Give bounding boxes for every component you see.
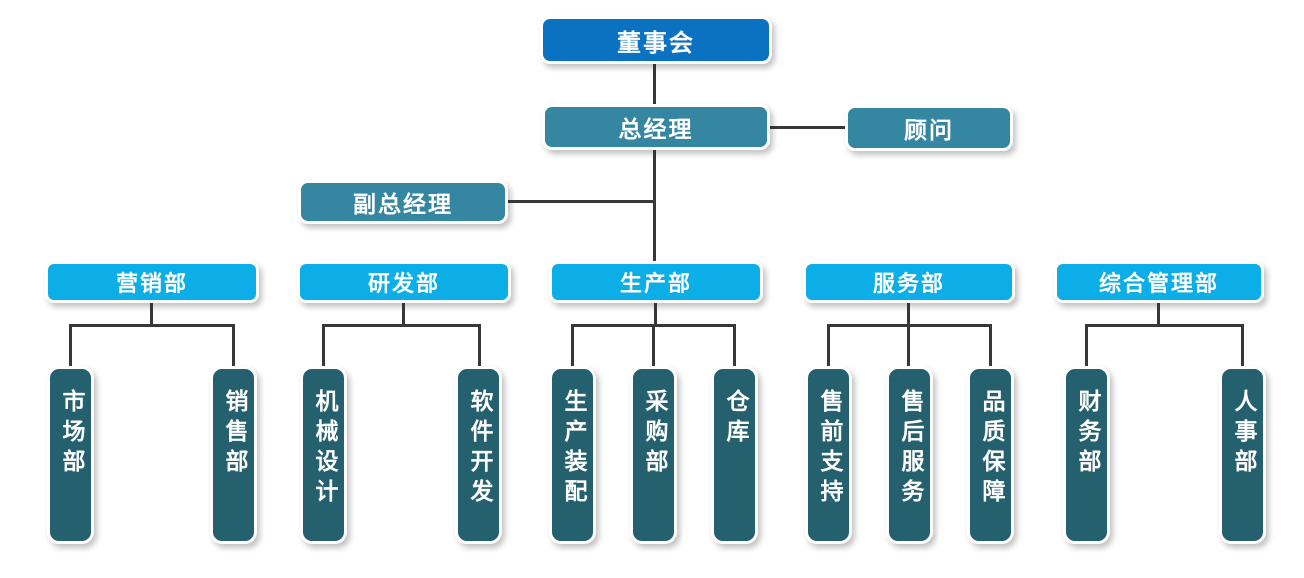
connector-dept2-drop1: [322, 324, 325, 366]
org-node-sales-dept: 销售部: [210, 366, 257, 544]
org-node-dept-production: 生产部: [549, 261, 763, 303]
connector-dept3-drop2: [652, 324, 655, 366]
connector-dept5-drop1: [1085, 324, 1088, 366]
connector-dept1-drop2: [232, 324, 235, 366]
connector-deputy-to-trunk: [508, 200, 656, 203]
connector-dept2-bus: [322, 324, 481, 327]
connector-dept3-drop1: [571, 324, 574, 366]
org-node-dept-general-admin: 综合管理部: [1054, 261, 1264, 303]
org-node-software-development: 软件开发: [455, 366, 502, 544]
connector-dept1-stub: [150, 302, 153, 327]
connector-dept4-drop2: [907, 324, 910, 366]
connector-dept5-bus: [1085, 324, 1244, 327]
connector-gm-trunk: [653, 150, 656, 261]
org-node-advisor: 顾问: [845, 105, 1013, 151]
org-node-board: 董事会: [540, 16, 772, 64]
connector-dept2-drop2: [478, 324, 481, 366]
connector-dept1-drop1: [69, 324, 72, 366]
org-node-deputy-general-manager: 副总经理: [298, 180, 508, 224]
connector-board-to-gm: [653, 64, 656, 104]
org-node-hr-dept: 人事部: [1219, 366, 1266, 544]
org-node-aftersales-service: 售后服务: [886, 366, 933, 544]
org-node-market-dept: 市场部: [47, 366, 94, 544]
org-node-presales-support: 售前支持: [805, 366, 852, 544]
org-node-quality-assurance: 品质保障: [967, 366, 1014, 544]
connector-dept3-drop3: [733, 324, 736, 366]
org-node-dept-rnd: 研发部: [297, 261, 511, 303]
org-node-mechanical-design: 机械设计: [300, 366, 347, 544]
connector-dept2-stub: [402, 302, 405, 327]
connector-dept3-stub: [654, 302, 657, 327]
connector-dept4-stub: [907, 302, 910, 327]
org-node-warehouse: 仓库: [711, 366, 758, 544]
org-node-general-manager: 总经理: [542, 104, 770, 150]
connector-gm-to-advisor: [770, 126, 845, 129]
connector-dept1-bus: [69, 324, 235, 327]
connector-dept5-drop2: [1241, 324, 1244, 366]
org-node-dept-service: 服务部: [803, 261, 1015, 303]
org-node-purchasing-dept: 采购部: [630, 366, 677, 544]
connector-dept5-stub: [1157, 302, 1160, 327]
org-node-production-assembly: 生产装配: [549, 366, 596, 544]
org-node-dept-marketing: 营销部: [45, 261, 259, 303]
connector-dept4-drop3: [989, 324, 992, 366]
connector-dept4-drop1: [827, 324, 830, 366]
org-node-finance-dept: 财务部: [1063, 366, 1110, 544]
